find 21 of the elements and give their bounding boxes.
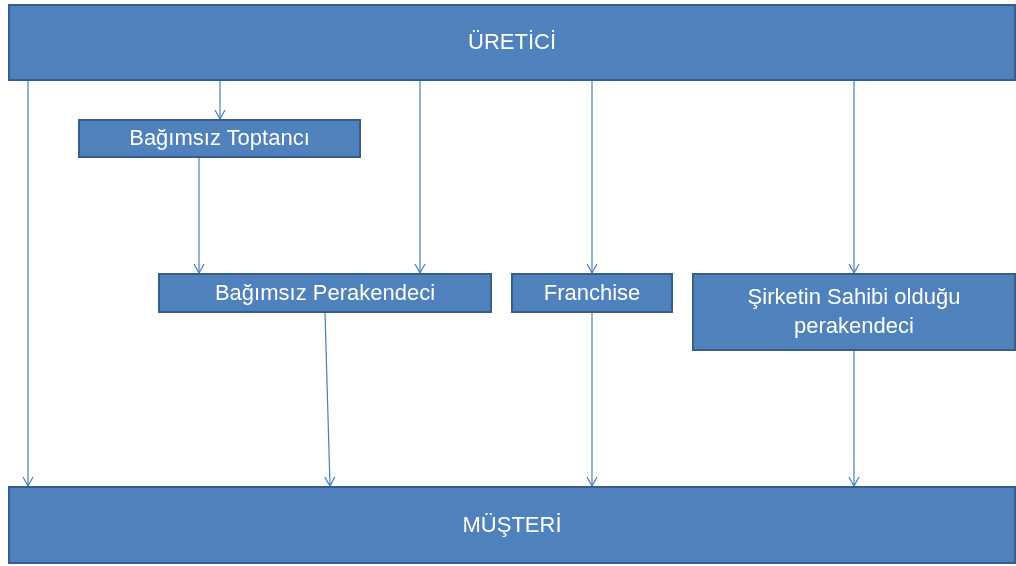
box-label: Bağımsız Toptancı: [128, 124, 311, 153]
box-label: ÜRETİCİ: [467, 28, 557, 57]
box-label: Franchise: [542, 278, 642, 307]
arrow: [214, 80, 226, 120]
arrow: [848, 80, 860, 274]
process-box: [78, 119, 361, 158]
arrow: [324, 312, 336, 487]
arrow: [586, 80, 598, 274]
box-label: MÜŞTERİ: [461, 510, 563, 539]
arrow: [193, 157, 205, 274]
box-label: Bağımsız Perakendeci: [213, 278, 437, 307]
arrow: [848, 350, 860, 487]
process-box: [511, 273, 673, 313]
process-box: [692, 273, 1016, 351]
process-box: [8, 486, 1016, 564]
process-box: [8, 4, 1016, 81]
arrow: [414, 80, 426, 274]
process-box: [158, 273, 492, 313]
box-label: Şirketin Sahibi olduğu perakendeci: [746, 283, 962, 340]
arrow: [586, 312, 598, 487]
arrow: [22, 80, 34, 487]
